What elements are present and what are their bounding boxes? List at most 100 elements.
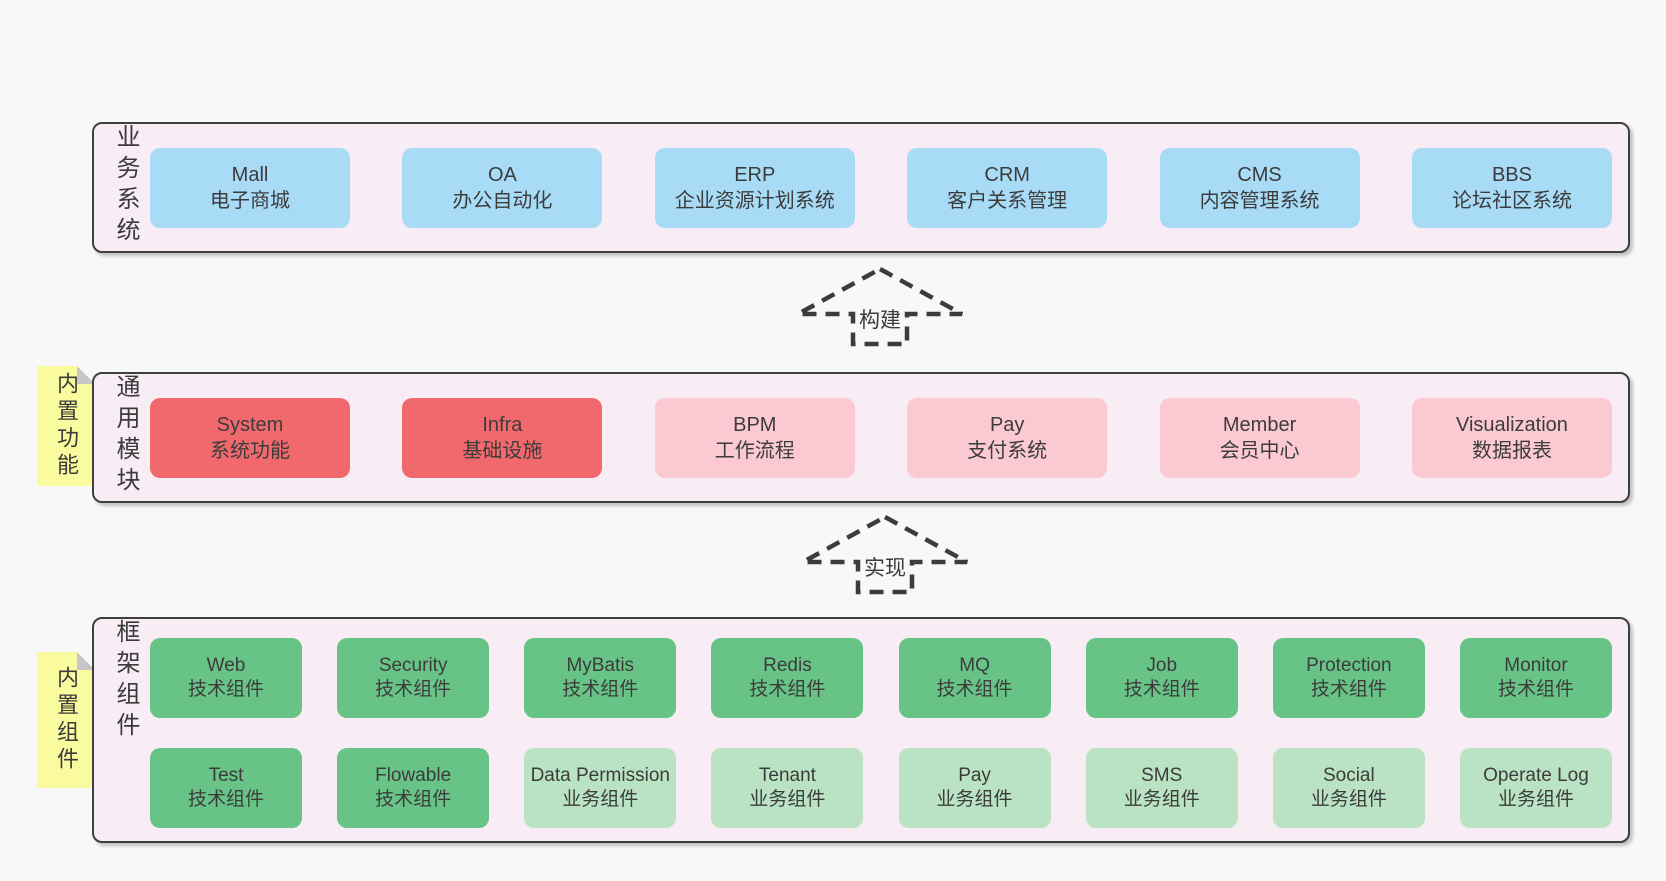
box-title: Operate Log [1483, 765, 1589, 786]
box-title: Data Permission [530, 765, 670, 786]
box-crm: CRM 客户关系管理 [907, 147, 1108, 228]
module-boxes: System 系统功能 Infra 基础设施 BPM 工作流程 Pay 支付系统… [150, 374, 1612, 501]
box-bbs: BBS 论坛社区系统 [1411, 147, 1612, 228]
box-subtitle: 业务组件 [1123, 789, 1200, 810]
box-subtitle: 业务组件 [1497, 789, 1574, 810]
tab-label: 内置功能 [54, 372, 79, 480]
box-subtitle: 技术组件 [187, 679, 264, 700]
box-title: BBS [1491, 163, 1532, 186]
box-subtitle: 电子商城 [210, 189, 290, 212]
box-member: Member 会员中心 [1159, 397, 1360, 478]
box-subtitle: 支付系统 [967, 439, 1048, 462]
box-subtitle: 技术组件 [749, 679, 826, 700]
box-operate-log: Operate Log 业务组件 [1459, 748, 1612, 828]
box-title: Web [206, 655, 246, 676]
box-subtitle: 办公自动化 [452, 189, 553, 212]
box-title: CRM [984, 163, 1030, 186]
box-security: Security 技术组件 [337, 638, 490, 718]
box-monitor: Monitor 技术组件 [1459, 638, 1612, 718]
tab-label: 内置组件 [54, 666, 79, 774]
box-bpm: BPM 工作流程 [654, 397, 855, 478]
box-subtitle: 系统功能 [210, 439, 290, 462]
box-title: Redis [763, 655, 812, 676]
box-title: Member [1222, 413, 1297, 436]
box-subtitle: 企业资源计划系统 [674, 189, 835, 212]
box-web: Web 技术组件 [150, 638, 302, 718]
box-system: System 系统功能 [150, 397, 350, 478]
box-subtitle: 业务组件 [562, 789, 639, 810]
box-flowable: Flowable 技术组件 [337, 748, 490, 828]
box-title: OA [487, 163, 517, 186]
box-subtitle: 技术组件 [187, 789, 264, 810]
box-visualization: Visualization 数据报表 [1411, 397, 1612, 478]
box-data-permission: Data Permission 业务组件 [524, 748, 677, 828]
box-title: Pay [989, 413, 1025, 436]
box-social: Social 业务组件 [1272, 748, 1425, 828]
box-subtitle: 数据报表 [1471, 439, 1552, 462]
box-erp: ERP 企业资源计划系统 [654, 147, 855, 228]
box-job: Job 技术组件 [1085, 638, 1238, 718]
box-subtitle: 技术组件 [936, 679, 1013, 700]
box-subtitle: 论坛社区系统 [1451, 189, 1572, 212]
box-infra: Infra 基础设施 [402, 397, 603, 478]
box-subtitle: 业务组件 [936, 789, 1013, 810]
panel-side-label: 通用模块 [112, 374, 139, 498]
panel-common-modules: 通用模块 System 系统功能 Infra 基础设施 BPM 工作流程 Pay… [92, 372, 1630, 503]
box-subtitle: 技术组件 [1310, 679, 1387, 700]
box-title: MQ [959, 655, 990, 676]
box-sms: SMS 业务组件 [1085, 748, 1238, 828]
box-mq: MQ 技术组件 [898, 638, 1051, 718]
box-cms: CMS 内容管理系统 [1159, 147, 1360, 228]
box-pay-component: Pay 业务组件 [898, 748, 1051, 828]
arrow-label: 构建 [856, 303, 904, 335]
arrow-label: 实现 [861, 551, 909, 583]
box-subtitle: 技术组件 [1497, 679, 1574, 700]
box-title: System [216, 413, 284, 436]
box-subtitle: 技术组件 [375, 789, 452, 810]
box-title: Infra [482, 413, 523, 436]
box-protection: Protection 技术组件 [1272, 638, 1425, 718]
box-subtitle: 技术组件 [375, 679, 452, 700]
box-subtitle: 客户关系管理 [947, 189, 1068, 212]
box-title: Tenant [758, 765, 816, 786]
box-title: BPM [733, 413, 777, 436]
panel-side-label: 框架组件 [112, 619, 139, 743]
box-title: Security [378, 655, 448, 676]
box-subtitle: 业务组件 [749, 789, 826, 810]
arrow-build: 构建 [790, 265, 970, 349]
business-boxes: Mall 电子商城 OA 办公自动化 ERP 企业资源计划系统 CRM 客户关系… [150, 124, 1612, 251]
box-subtitle: 业务组件 [1310, 789, 1387, 810]
framework-rows: Web 技术组件 Security 技术组件 MyBatis 技术组件 Redi… [150, 619, 1612, 841]
framework-row-1: Web 技术组件 Security 技术组件 MyBatis 技术组件 Redi… [150, 638, 1612, 718]
box-title: Monitor [1504, 655, 1568, 676]
box-subtitle: 会员中心 [1219, 439, 1300, 462]
panel-framework-components: 框架组件 Web 技术组件 Security 技术组件 MyBatis 技术组件… [92, 617, 1630, 843]
arrow-implement: 实现 [795, 513, 975, 597]
box-title: Mall [231, 163, 269, 186]
box-subtitle: 内容管理系统 [1199, 189, 1320, 212]
dashed-up-arrow-icon [801, 514, 969, 595]
panel-business-systems: 业务系统 Mall 电子商城 OA 办公自动化 ERP 企业资源计划系统 CRM… [92, 122, 1630, 253]
box-mybatis: MyBatis 技术组件 [524, 638, 677, 718]
tab-built-in-functions: 内置功能 [37, 366, 95, 486]
box-subtitle: 基础设施 [462, 439, 543, 462]
box-mall: Mall 电子商城 [150, 147, 350, 228]
box-tenant: Tenant 业务组件 [711, 748, 864, 828]
box-title: SMS [1141, 765, 1183, 786]
box-redis: Redis 技术组件 [711, 638, 864, 718]
panel-side-label: 业务系统 [112, 124, 139, 248]
framework-row-2: Test 技术组件 Flowable 技术组件 Data Permission … [150, 748, 1612, 828]
box-title: Social [1322, 765, 1375, 786]
box-subtitle: 技术组件 [562, 679, 639, 700]
box-subtitle: 技术组件 [1123, 679, 1200, 700]
box-title: Visualization [1455, 413, 1568, 436]
box-title: Pay [958, 765, 991, 786]
box-subtitle: 工作流程 [714, 439, 795, 462]
box-title: CMS [1237, 163, 1282, 186]
box-oa: OA 办公自动化 [402, 147, 603, 228]
box-title: ERP [734, 163, 776, 186]
box-title: Job [1146, 655, 1178, 676]
box-title: Test [208, 765, 244, 786]
box-test: Test 技术组件 [150, 748, 302, 828]
dashed-up-arrow-icon [796, 266, 964, 347]
